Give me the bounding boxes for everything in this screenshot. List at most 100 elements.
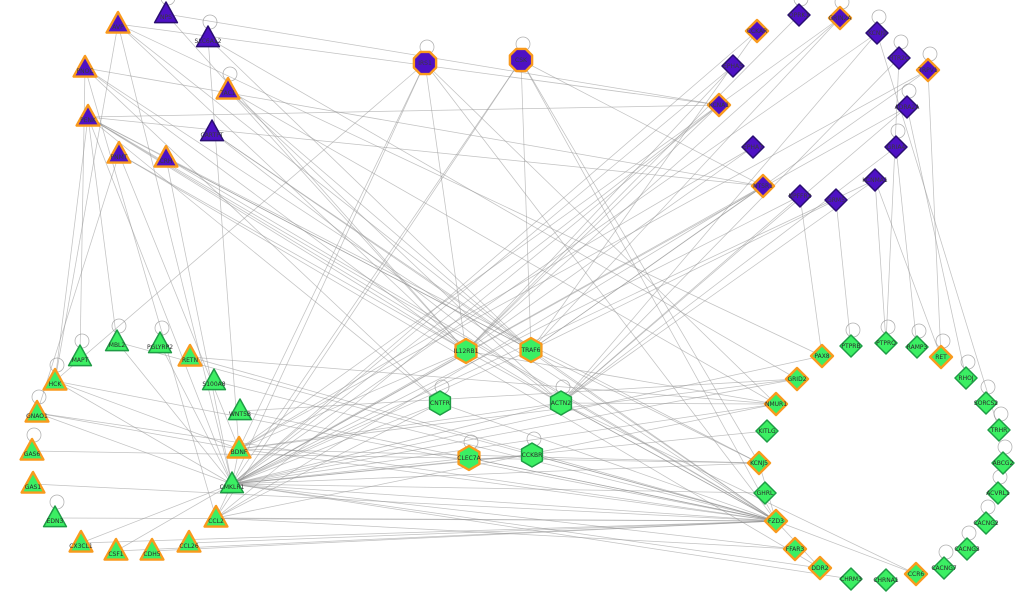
edge-c2-br12 [530,349,760,464]
node-il12rb1-hexagon[interactable] [454,337,478,365]
node-nps-triangle[interactable] [153,1,179,24]
edge-oc1-br16 [424,62,777,522]
node-ffar3-diamond[interactable] [782,536,808,562]
node-ptprb-diamond[interactable] [839,334,863,358]
node-rhoj-diamond[interactable] [954,366,978,390]
edge-bl18-br16 [188,520,777,544]
node-cacng3-diamond[interactable] [955,537,979,561]
node-mbl2-triangle[interactable] [104,329,130,352]
node-kcnj9-diamond[interactable] [865,21,889,45]
node-gnao1-triangle[interactable] [24,399,50,423]
node-avp-triangle[interactable] [105,10,131,34]
node-adra2a-diamond[interactable] [895,95,919,119]
node-chrm3-diamond[interactable] [839,567,863,591]
node-chrna1-diamond[interactable] [874,568,898,592]
node-hck-triangle[interactable] [42,367,68,391]
node-cntfr-hexagon[interactable] [428,390,452,416]
edge-tr3-c2 [530,17,841,351]
edge-tl6-c1 [87,116,467,352]
node-htr2c-diamond[interactable] [887,46,911,70]
edge-tl5-c2 [227,89,532,351]
node-pnoc-triangle[interactable] [72,54,98,78]
node-penk-triangle[interactable] [75,103,101,127]
node-tac1-triangle[interactable] [215,76,241,100]
edge-tr15-br2 [874,179,887,344]
node-abcg2-diamond[interactable] [991,451,1015,475]
node-cmklr1-triangle[interactable] [219,471,245,494]
node-epha5-diamond[interactable] [721,54,745,78]
node-gria4-diamond[interactable] [884,135,908,159]
edge-bl12-bl15 [80,483,233,544]
node-clec7a-hexagon[interactable] [457,444,481,472]
edge-tr5-bl12 [231,65,734,485]
node-grid2-diamond[interactable] [784,366,810,392]
edge-c3-bl12 [231,402,441,485]
node-wnt5b-triangle[interactable] [227,398,253,421]
self-loop-tr11 [890,123,906,139]
node-acvrl1-diamond[interactable] [986,481,1010,505]
node-fzd3-diamond[interactable] [763,508,789,534]
self-loop-br5 [935,333,951,349]
node-grin2a-diamond[interactable] [827,5,853,31]
node-traf6-hexagon[interactable] [519,336,543,364]
node-cckbr-hexagon[interactable] [520,442,544,468]
node-kcnj5-diamond[interactable] [746,450,772,476]
edge-bl12-br16 [231,483,777,522]
node-retn-triangle[interactable] [177,343,203,367]
node-s100a8-triangle[interactable] [201,368,227,391]
node-cartpt-triangle[interactable] [199,119,225,142]
node-mapt-triangle[interactable] [67,344,93,367]
edge-oc2-br12 [520,59,760,464]
edge-tr10-c1 [465,146,754,352]
edge-bl12-bl5 [54,380,233,485]
node-crh-triangle[interactable] [153,144,179,168]
node-cx3cl1-triangle[interactable] [68,529,94,553]
edge-bl8-br6 [239,378,798,412]
node-slc6a12-triangle[interactable] [195,25,221,48]
node-actn2-hexagon[interactable] [549,390,573,416]
node-kcna1-diamond[interactable] [706,92,732,118]
node-cdh5-triangle[interactable] [139,537,165,561]
node-cacng7-diamond[interactable] [932,556,956,580]
node-sorcs2-diamond[interactable] [974,391,998,415]
node-ret-diamond[interactable] [928,344,954,370]
node-gas6-triangle[interactable] [19,437,45,461]
edge-bl9-br12 [31,450,760,464]
node-grm5-diamond[interactable] [824,188,848,212]
node-pax8-diamond[interactable] [809,343,835,369]
node-irs1-octagon[interactable] [412,50,438,76]
node-csf1-triangle[interactable] [103,537,129,561]
node-ccl26-triangle[interactable] [176,529,202,553]
node-trhr-diamond[interactable] [987,418,1011,442]
node-trpv1-diamond[interactable] [915,57,941,83]
node-edn3-triangle[interactable] [42,505,68,528]
node-bdnf-triangle[interactable] [226,435,252,459]
edge-tl7-c4 [211,131,562,404]
node-ccl2-triangle[interactable] [203,504,229,528]
node-epha7-diamond[interactable] [741,135,765,159]
node-ddr2-diamond[interactable] [807,555,833,581]
node-kitlg-diamond[interactable] [755,419,779,443]
edge-oc1-bl10 [238,62,426,450]
node-kcnma1-diamond[interactable] [863,168,887,192]
node-ccr6-diamond[interactable] [903,561,929,587]
node-cacng2-diamond[interactable] [974,511,998,535]
edge-tl4-br16 [84,67,777,522]
node-pglyrp2-triangle[interactable] [147,331,173,354]
node-csk-octagon[interactable] [508,47,534,73]
edge-tr15-bl12 [231,179,876,485]
node-npffr2-diamond[interactable] [788,184,812,208]
node-oprk1-diamond[interactable] [787,3,811,27]
edge-tl1-bl5 [54,23,119,382]
edge-oc1-bl12 [231,62,426,485]
node-pnmt-triangle[interactable] [106,140,132,164]
node-nmur1-diamond[interactable] [763,391,789,417]
node-gas1-triangle[interactable] [20,470,46,494]
node-ntsr1-diamond[interactable] [750,173,776,199]
node-ptpro-diamond[interactable] [874,331,898,355]
node-ramp3-diamond[interactable] [905,335,929,359]
node-ghrl-diamond[interactable] [753,481,777,505]
node-cckar-diamond[interactable] [744,18,770,44]
